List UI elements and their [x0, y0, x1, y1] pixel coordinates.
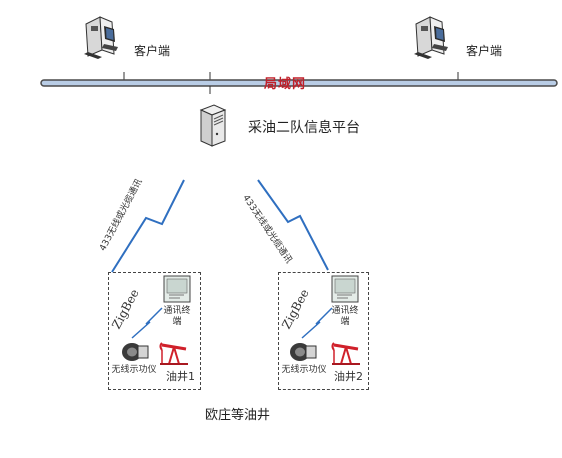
dynamometer-icon [290, 343, 317, 361]
desktop-computer-icon [414, 16, 448, 59]
dynamometer-label-1: 无线示功仪 [111, 365, 157, 375]
terminal-device-icon [331, 275, 359, 303]
lightning-link-icon [257, 179, 329, 271]
server-icon [199, 104, 227, 147]
platform-label: 采油二队信息平台 [248, 120, 360, 136]
dynamometer-label-2: 无线示功仪 [281, 365, 327, 375]
lightning-link-icon [111, 179, 185, 273]
well-site-1 [108, 272, 201, 390]
pumpjack-icon [331, 342, 360, 365]
dynamometer-icon [122, 343, 149, 361]
well-label-1: 油井1 [166, 370, 195, 383]
lightning-link-icon [301, 307, 333, 339]
terminal-device-icon [163, 275, 191, 303]
well-label-2: 油井2 [334, 370, 363, 383]
client-label-left: 客户端 [134, 44, 171, 58]
client-label-right: 客户端 [466, 44, 503, 58]
lan-label: 局域网 [264, 77, 307, 92]
lightning-link-icon [131, 307, 163, 339]
terminal-label-2: 通讯终端 [331, 306, 359, 327]
terminal-label-1: 通讯终端 [163, 306, 191, 327]
pumpjack-icon [159, 342, 188, 365]
desktop-computer-icon [84, 16, 118, 59]
lan-bus [40, 72, 558, 94]
area-label: 欧庄等油井 [205, 408, 271, 423]
well-site-2 [278, 272, 369, 390]
